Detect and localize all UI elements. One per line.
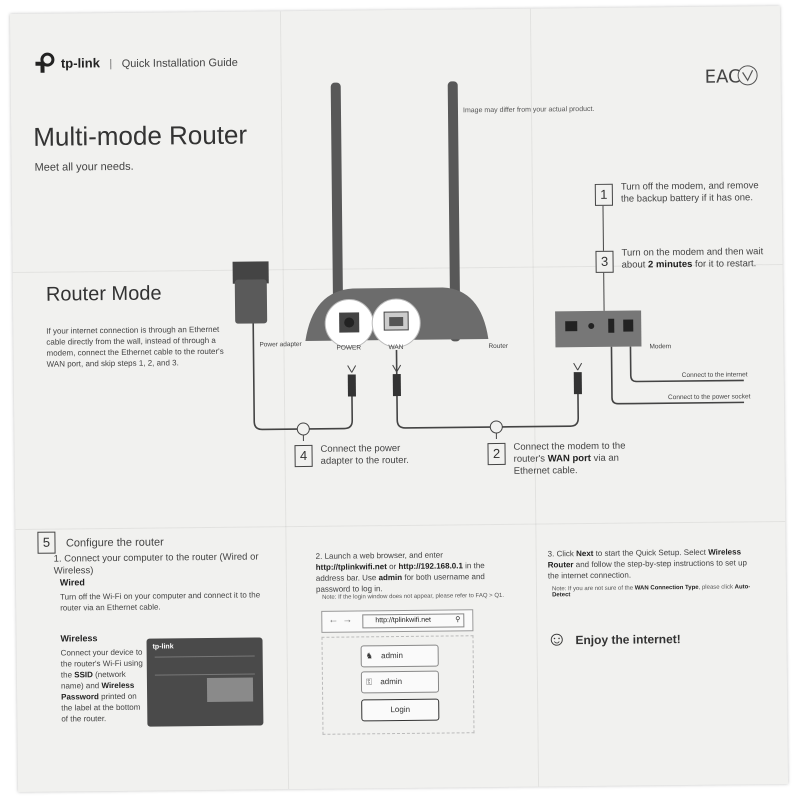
wan-port-label: WAN [388, 343, 404, 352]
step-1-text: Turn off the modem, and remove the backu… [620, 180, 759, 205]
label-brand: tp-link [152, 643, 174, 651]
config-step-2: 2. Launch a web browser, and enter http:… [315, 550, 485, 594]
config-step-2-note: Note: If the login window does not appea… [322, 592, 505, 601]
connection-diagram [232, 81, 745, 442]
right-antenna [447, 81, 461, 342]
enjoy-text: Enjoy the internet! [575, 631, 681, 647]
step-2: 2 Connect the modem to the router's WAN … [487, 441, 687, 477]
config-step-3-note: Note: If you are not sure of the WAN Con… [551, 584, 751, 599]
internet-label: Connect to the internet [681, 371, 748, 380]
step-5-number: 5 [37, 531, 56, 554]
power-adapter-plug [232, 261, 269, 284]
browser-toolbar: ← → http://tplinkwifi.net ⚲ [321, 609, 474, 633]
step-5-text: Configure the router [65, 536, 164, 550]
quick-installation-guide-paper: tp-link | Quick Installation Guide EAC M… [9, 5, 789, 793]
header: tp-link | Quick Installation Guide [32, 50, 238, 76]
password-field[interactable]: ⚿ admin [360, 670, 440, 694]
wireless-text: Connect your device to the router's Wi-F… [60, 647, 143, 724]
power-adapter [234, 279, 268, 324]
left-antenna [330, 82, 343, 298]
wired-title: Wired [59, 577, 85, 588]
router-label: Router [488, 342, 509, 351]
forward-arrow-icon[interactable]: → [342, 614, 353, 626]
step-1-number: 1 [594, 183, 613, 206]
search-icon: ⚲ [455, 616, 461, 624]
certification-icon [737, 65, 758, 86]
login-window: ♞ admin ⚿ admin Login [321, 635, 475, 735]
back-arrow-icon[interactable]: ← [328, 614, 339, 626]
power-adapter-label: Power adapter [259, 341, 302, 349]
user-icon: ♞ [365, 651, 373, 661]
config-step-1: 1. Connect your computer to the router (… [53, 551, 259, 577]
step-3-number: 3 [595, 250, 614, 273]
step-4-number: 4 [294, 444, 313, 468]
power-socket-label: Connect to the power socket [667, 393, 751, 402]
step-2-number: 2 [487, 442, 506, 466]
step-4: 4 Connect the power adapter to the route… [294, 442, 464, 468]
tp-link-logo-icon [35, 52, 55, 73]
ssid-label-area [206, 677, 254, 703]
wireless-title: Wireless [60, 633, 98, 644]
key-icon: ⚿ [365, 677, 373, 687]
step-3-text: Turn on the modem and then wait about 2 … [621, 246, 764, 271]
enjoy-internet: ☺ Enjoy the internet! [546, 627, 680, 651]
step-2-text: Connect the modem to the router's WAN po… [513, 440, 626, 477]
address-bar[interactable]: http://tplinkwifi.net ⚲ [362, 613, 465, 629]
modem [555, 310, 642, 348]
step-4-text: Connect the power adapter to the router. [320, 442, 409, 467]
smiley-icon: ☺ [546, 628, 568, 651]
step-5: 5 Configure the router [37, 530, 164, 554]
power-port-label: POWER [336, 344, 362, 352]
config-step-3: 3. Click Next to start the Quick Setup. … [547, 547, 748, 581]
username-field[interactable]: ♞ admin [360, 644, 439, 668]
step-1: 1 Turn off the modem, and remove the bac… [594, 180, 765, 206]
step-3: 3 Turn on the modem and then wait about … [595, 246, 765, 273]
router-label-card: tp-link [146, 637, 264, 727]
login-button[interactable]: Login [361, 698, 440, 722]
wired-text: Turn off the Wi-Fi on your computer and … [60, 590, 261, 613]
modem-label: Modem [649, 343, 672, 351]
